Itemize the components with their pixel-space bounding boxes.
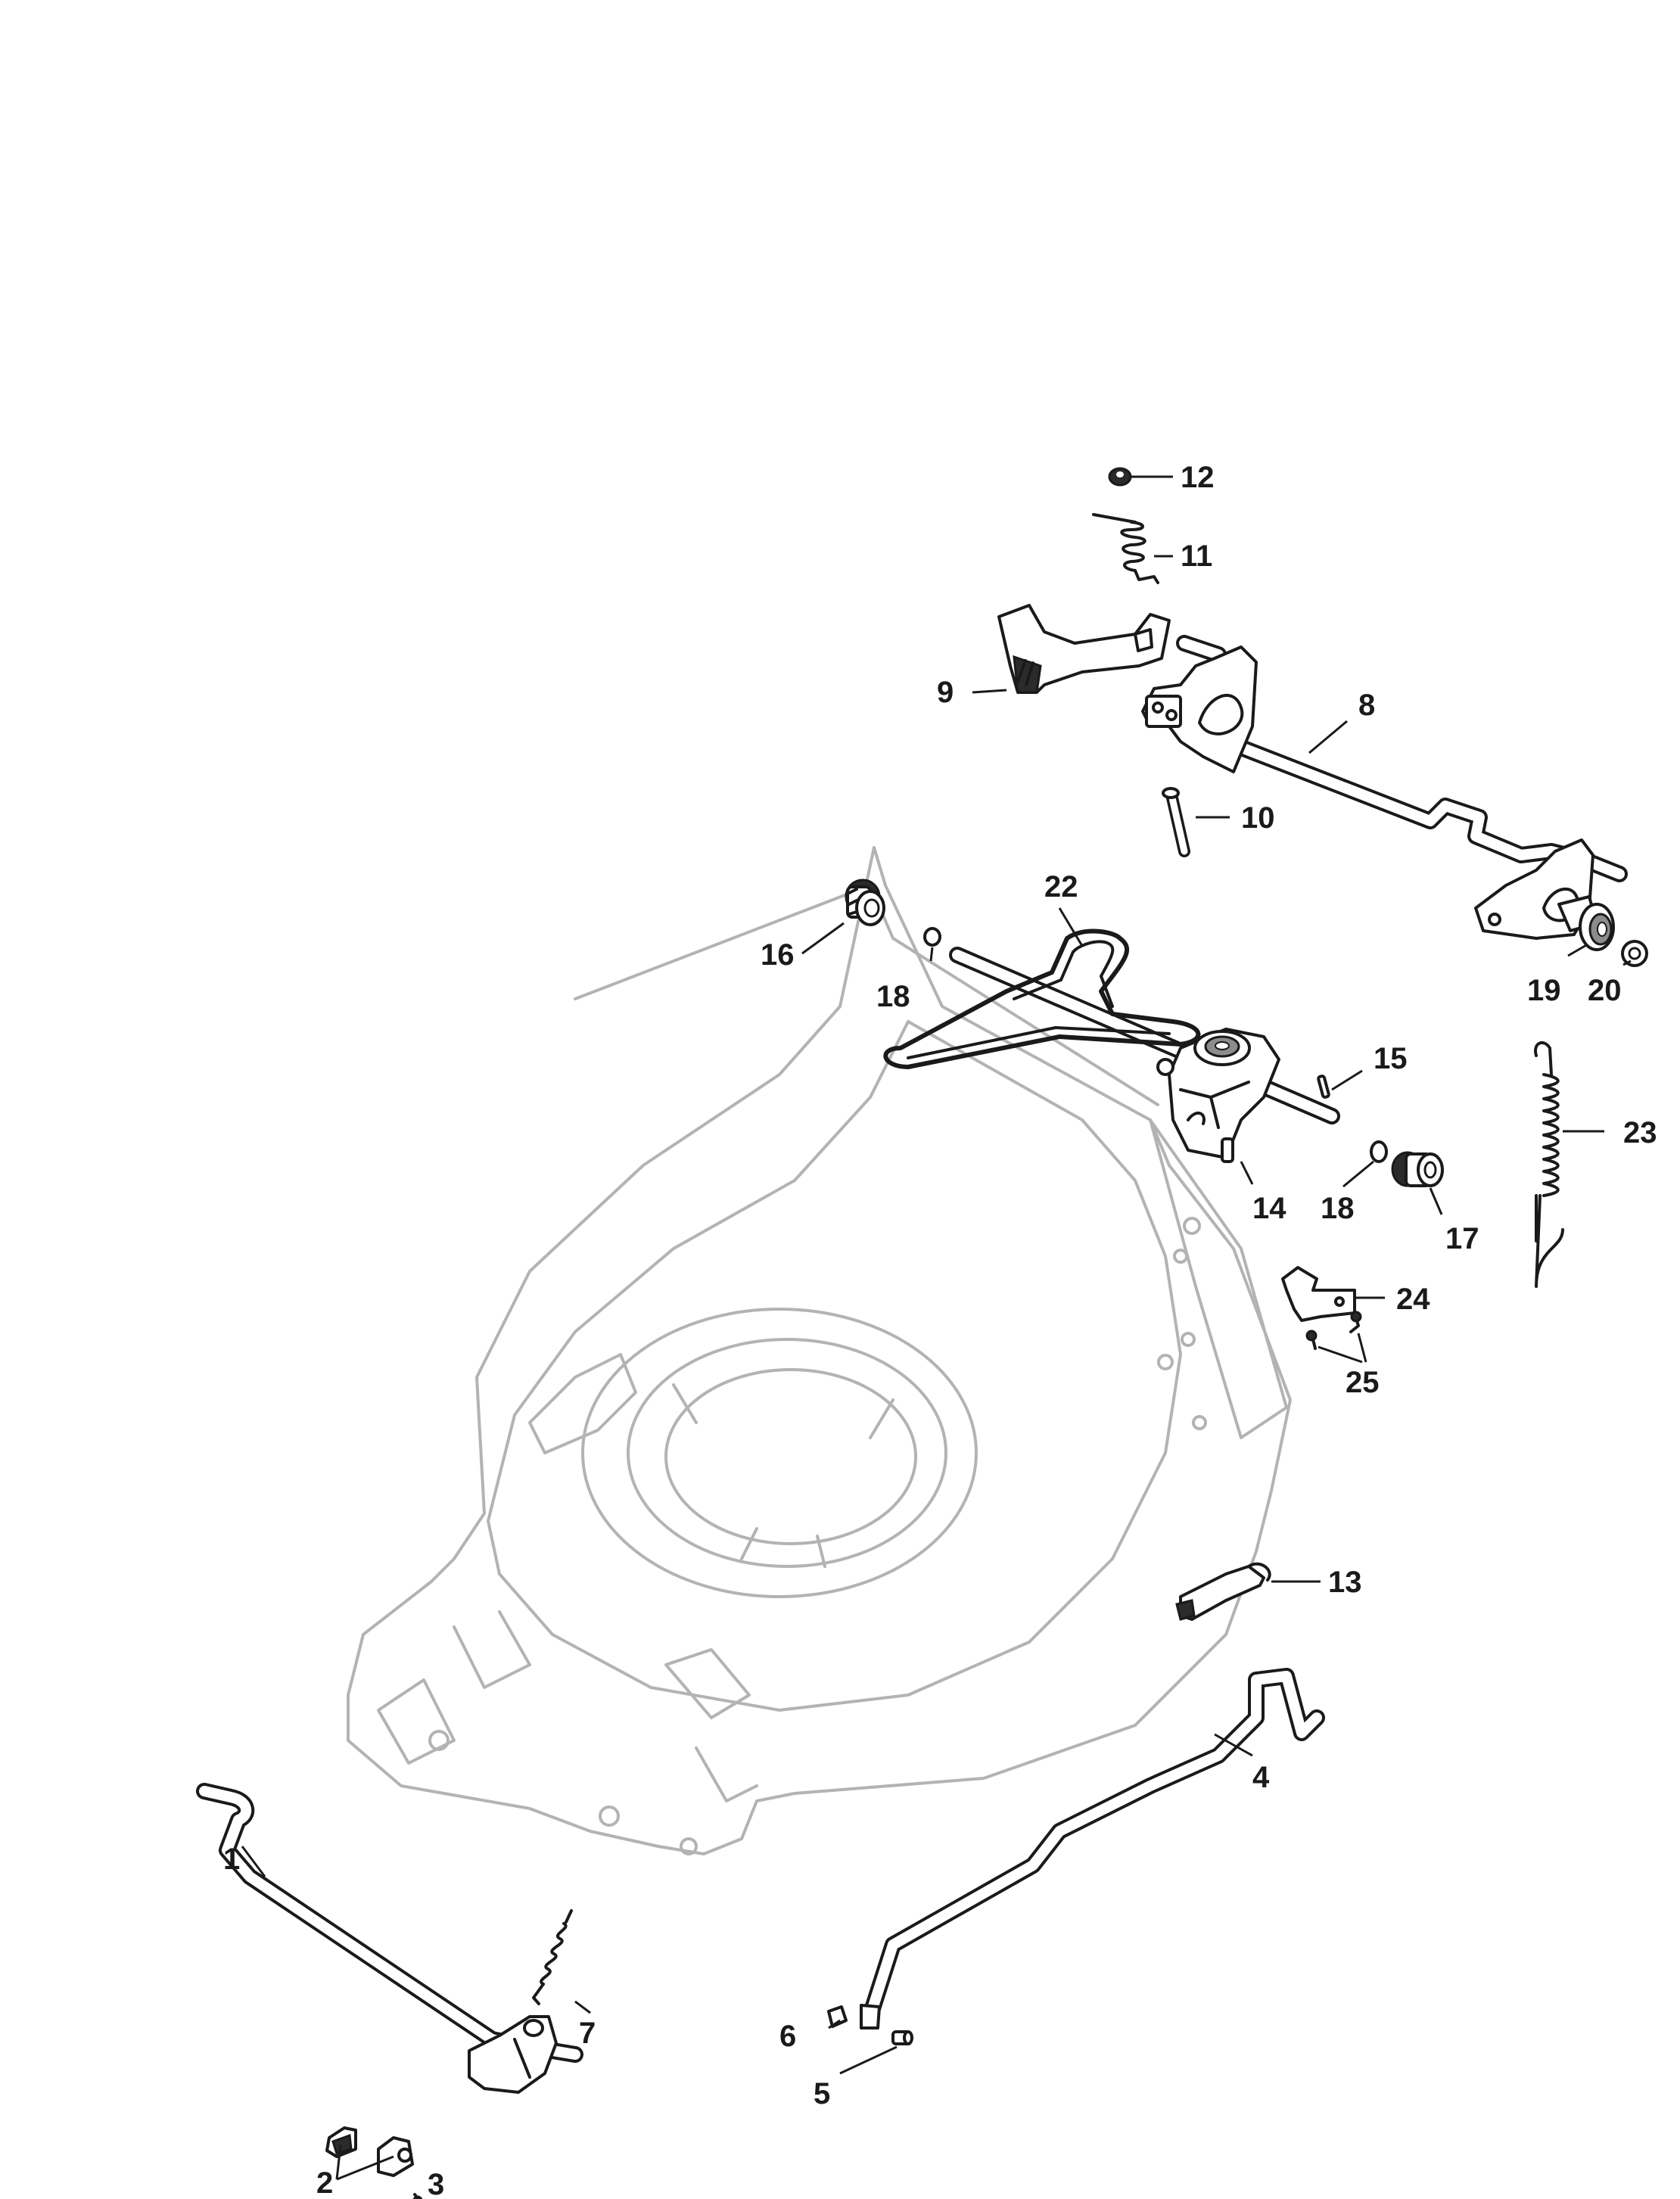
callout-4: 4	[1252, 1761, 1270, 1794]
callout-3: 3	[428, 2168, 444, 2199]
callout-15: 15	[1374, 1042, 1408, 1075]
part-22-belt	[883, 928, 1201, 1069]
part-10-pin	[1162, 787, 1190, 857]
part-1-front-axle	[196, 1783, 583, 2094]
callout-9: 9	[937, 676, 954, 709]
callout-23: 23	[1623, 1116, 1657, 1149]
part-12-nut	[1108, 467, 1132, 487]
part-2-catch	[325, 2126, 414, 2177]
callout-24: 24	[1396, 1283, 1430, 1316]
part-24-bracket	[1281, 1266, 1356, 1322]
part-3-screw	[412, 2193, 423, 2199]
callout-6: 6	[779, 2020, 796, 2053]
part-6-clip	[827, 2005, 848, 2028]
part-7-spring	[532, 1909, 573, 2005]
part-20-washer	[1621, 940, 1648, 967]
callout-20: 20	[1588, 974, 1622, 1007]
callout-numbers: 12 11 9 8 10 22 16 18 19 20 15 23 14 18 …	[223, 461, 1657, 2199]
callout-16: 16	[761, 938, 795, 972]
part-17-bushing	[1391, 1151, 1444, 1187]
part-25-screws	[1305, 1311, 1362, 1350]
callout-11: 11	[1181, 540, 1212, 573]
part-11-spring	[1092, 513, 1159, 584]
callout-19: 19	[1527, 974, 1561, 1007]
part-23-spring	[1534, 1041, 1564, 1288]
part-19-hub	[1557, 895, 1615, 951]
part-5-bolt	[891, 2030, 913, 2045]
callout-17: 17	[1445, 1222, 1479, 1255]
callout-10: 10	[1241, 801, 1275, 835]
callout-18-lower: 18	[1321, 1192, 1355, 1225]
callout-18-upper: 18	[876, 980, 910, 1013]
callout-1: 1	[223, 1843, 240, 1876]
part-13-latch	[1175, 1562, 1271, 1621]
part-9-drive-lever	[997, 604, 1171, 694]
callout-2: 2	[316, 2166, 333, 2199]
part-15-pin	[1317, 1075, 1330, 1099]
part-8-rear-axle	[1141, 635, 1628, 951]
callout-14: 14	[1252, 1192, 1286, 1225]
part-18-snap-ring-upper	[923, 927, 941, 947]
mower-deck	[347, 846, 1292, 1855]
callout-12: 12	[1181, 461, 1215, 494]
part-4-height-rod	[860, 1668, 1325, 2029]
callout-7: 7	[579, 2017, 596, 2050]
part-16-bushing	[845, 879, 885, 926]
part-14-gearbox	[949, 947, 1340, 1163]
leader-lines	[241, 475, 1632, 2181]
callout-13: 13	[1328, 1566, 1362, 1599]
callout-8: 8	[1358, 689, 1375, 722]
part-18-snap-ring-lower	[1370, 1140, 1388, 1163]
callout-25: 25	[1346, 1366, 1380, 1399]
callout-5: 5	[814, 2077, 830, 2110]
callout-22: 22	[1044, 870, 1078, 904]
